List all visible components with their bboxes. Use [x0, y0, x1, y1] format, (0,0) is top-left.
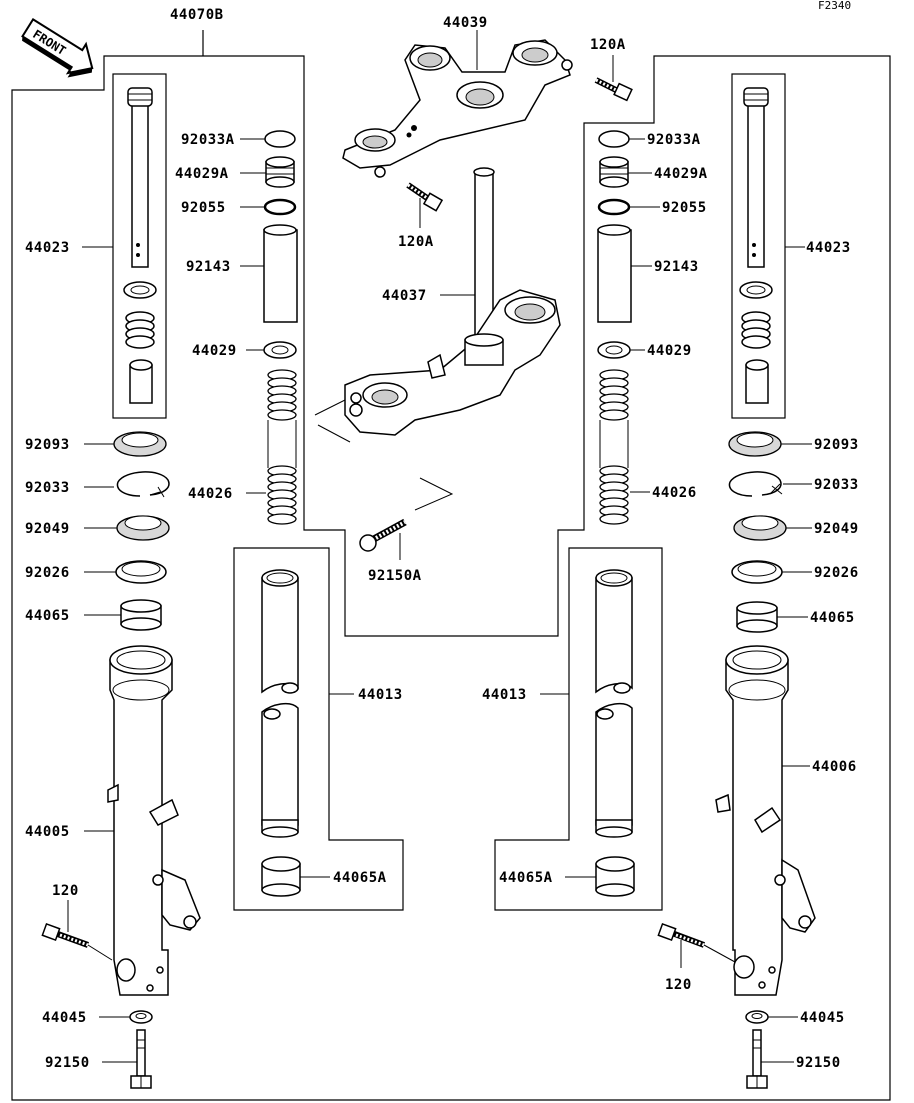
label-right-44023: 44023	[806, 240, 851, 256]
bolt-92150a	[359, 518, 407, 552]
left-washer-44029	[263, 341, 297, 359]
left-circlip-92033	[116, 471, 170, 498]
right-cap-44029a	[599, 156, 629, 188]
left-bushing-44065a	[261, 856, 301, 897]
left-washer-44045	[129, 1010, 153, 1024]
right-washer-44029	[597, 341, 631, 359]
label-left-92150: 92150	[45, 1055, 90, 1071]
label-right-120: 120	[665, 977, 692, 993]
label-left-44065: 44065	[25, 608, 70, 624]
label-left-92093: 92093	[25, 437, 70, 453]
label-right-44045: 44045	[800, 1010, 845, 1026]
right-inner-tube-box	[494, 547, 663, 911]
left-bushing-44065	[120, 599, 162, 631]
left-oring-92055	[263, 198, 297, 216]
label-right-92055: 92055	[662, 200, 707, 216]
label-right-92143: 92143	[654, 259, 699, 275]
right-oil-seal-92093	[728, 431, 782, 457]
right-seal-92049	[733, 515, 787, 541]
upper-triple-clamp	[342, 39, 573, 178]
right-bolt-120	[657, 923, 706, 948]
label-right-92033: 92033	[814, 477, 859, 493]
label-120a-top: 120A	[590, 37, 626, 53]
label-120a-bottom: 120A	[398, 234, 434, 250]
right-washer-44045	[745, 1010, 769, 1024]
left-damper-kit-box	[112, 73, 167, 419]
left-cap-44029a	[265, 156, 295, 188]
label-right-44013: 44013	[482, 687, 527, 703]
right-spring-44026	[599, 369, 629, 525]
label-left-92026: 92026	[25, 565, 70, 581]
left-circlip-92033a	[264, 130, 296, 148]
right-inner-tube	[595, 569, 633, 838]
label-left-44029: 44029	[192, 343, 237, 359]
label-left-92033a: 92033A	[181, 132, 235, 148]
right-bushing-44065	[736, 601, 778, 633]
label-right-44026: 44026	[652, 485, 697, 501]
right-damper-rod	[739, 87, 773, 404]
right-circlip-92033	[728, 471, 783, 497]
axis-line-2	[317, 424, 351, 443]
left-spacer-92143	[263, 224, 298, 323]
label-right-92093: 92093	[814, 437, 859, 453]
left-inner-tube-box	[233, 547, 404, 911]
label-right-92026: 92026	[814, 565, 859, 581]
right-circlip-92033a	[598, 130, 630, 148]
label-44037: 44037	[382, 288, 427, 304]
right-bolt-92150	[746, 1029, 768, 1089]
front-arrow-icon: FRONT	[21, 18, 94, 78]
label-right-92150: 92150	[796, 1055, 841, 1071]
label-right-44065a: 44065A	[499, 870, 553, 886]
label-left-44029a: 44029A	[175, 166, 229, 182]
label-left-92049: 92049	[25, 521, 70, 537]
label-left-120: 120	[52, 883, 79, 899]
left-oil-seal-92093	[113, 431, 167, 457]
right-damper-kit-box	[731, 73, 786, 419]
label-right-92033a: 92033A	[647, 132, 701, 148]
right-spacer-92143	[597, 224, 632, 323]
label-44039: 44039	[443, 15, 488, 31]
left-washer-92026	[115, 560, 167, 584]
left-bolt-92150	[130, 1029, 152, 1089]
label-right-44006: 44006	[812, 759, 857, 775]
label-left-92055: 92055	[181, 200, 226, 216]
left-spring-44026	[267, 369, 297, 525]
axis-line-3	[414, 477, 454, 511]
label-left-92033: 92033	[25, 480, 70, 496]
label-right-44029: 44029	[647, 343, 692, 359]
label-left-44026: 44026	[188, 486, 233, 502]
label-44070b: 44070B	[170, 7, 224, 23]
bolt-120a-top	[594, 77, 633, 102]
left-inner-tube	[261, 569, 299, 838]
right-oring-92055	[597, 198, 631, 216]
steering-stem	[344, 167, 561, 436]
bolt-120a-bottom	[406, 182, 444, 212]
right-outer-tube	[715, 645, 816, 996]
right-washer-92026	[731, 560, 783, 584]
label-left-44005: 44005	[25, 824, 70, 840]
label-left-92143: 92143	[186, 259, 231, 275]
left-seal-92049	[116, 515, 170, 541]
label-right-92049: 92049	[814, 521, 859, 537]
left-damper-rod	[123, 87, 157, 404]
left-outer-frame	[11, 55, 891, 1101]
leader-right-120-axis	[703, 944, 736, 963]
left-bolt-120	[41, 923, 90, 948]
label-left-44065a: 44065A	[333, 870, 387, 886]
label-right-44065: 44065	[810, 610, 855, 626]
left-outer-tube	[107, 645, 201, 996]
diagram-code: F2340	[818, 0, 851, 12]
leader-left-120-axis	[87, 944, 113, 961]
label-left-44023: 44023	[25, 240, 70, 256]
label-left-44045: 44045	[42, 1010, 87, 1026]
right-bushing-44065a	[595, 856, 635, 897]
label-left-44013: 44013	[358, 687, 403, 703]
axis-line-1	[314, 399, 346, 416]
label-92150a: 92150A	[368, 568, 422, 584]
label-right-44029a: 44029A	[654, 166, 708, 182]
